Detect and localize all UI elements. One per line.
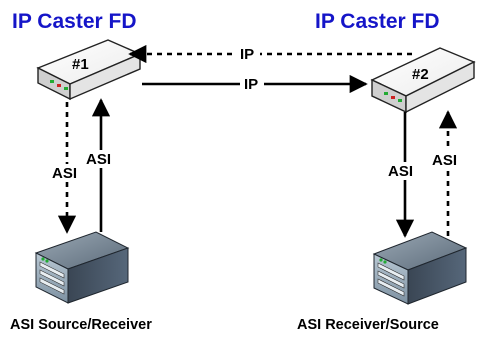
left-device-title: IP Caster FD xyxy=(12,10,137,33)
status-led-green xyxy=(41,257,45,261)
ip-link-top-label: IP xyxy=(240,46,254,63)
asi-label-bg xyxy=(86,150,118,168)
asi-label-bg xyxy=(52,164,84,182)
rack-server-icon xyxy=(372,231,468,305)
ip-link-label-bg xyxy=(236,44,260,62)
left-server-caption: ASI Source/Receiver xyxy=(10,317,152,333)
status-led-green xyxy=(384,92,388,95)
ip-link-top: IP xyxy=(128,44,412,64)
status-led-green xyxy=(64,87,68,90)
status-led-green xyxy=(398,99,402,102)
asi-right-up-label: ASI xyxy=(432,152,457,169)
asi-server-right[interactable] xyxy=(372,231,468,305)
status-led-red xyxy=(57,84,61,87)
right-device-title: IP Caster FD xyxy=(315,10,440,33)
rack-server-icon xyxy=(34,231,130,304)
left-box-label: #1 xyxy=(72,56,89,73)
ip-caster-box-icon xyxy=(370,47,476,114)
right-server-caption: ASI Receiver/Source xyxy=(297,317,439,333)
asi-label-bg xyxy=(388,162,420,180)
asi-left-down-label: ASI xyxy=(52,165,77,182)
asi-link-right-up: ASI xyxy=(432,110,464,236)
ip-caster-box-right[interactable]: #2 xyxy=(370,47,476,114)
status-led-green xyxy=(50,80,54,83)
asi-label-bg xyxy=(432,150,464,168)
status-led-green xyxy=(45,259,49,263)
ip-link-label-bg xyxy=(240,74,264,92)
right-box-label: #2 xyxy=(412,66,429,83)
status-led-green xyxy=(383,260,387,264)
ip-caster-box-icon xyxy=(36,39,142,101)
ip-caster-box-left[interactable]: #1 xyxy=(36,39,142,101)
ip-link-bottom-label: IP xyxy=(244,76,258,93)
status-led-green xyxy=(379,258,383,262)
status-led-red xyxy=(391,96,395,99)
ip-link-bottom: IP xyxy=(142,74,368,94)
asi-link-right-down: ASI xyxy=(388,112,420,238)
asi-server-left[interactable] xyxy=(34,231,130,304)
asi-link-left-up: ASI xyxy=(86,98,118,232)
asi-right-down-label: ASI xyxy=(388,163,413,180)
asi-left-up-label: ASI xyxy=(86,151,111,168)
asi-link-left-down: ASI xyxy=(52,102,84,234)
